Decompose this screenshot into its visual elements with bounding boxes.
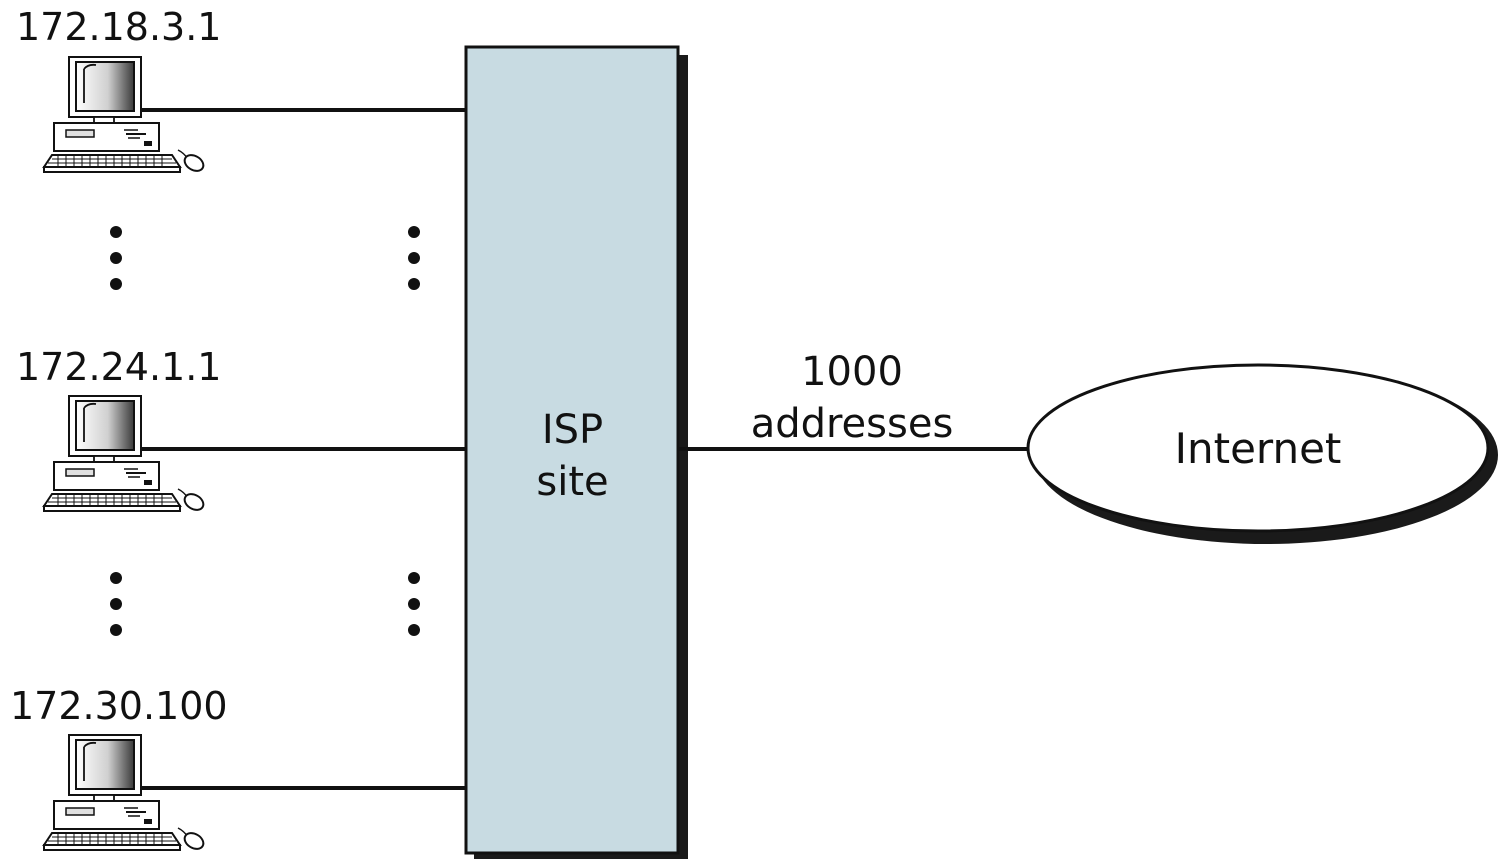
desktop-computer-icon: [43, 734, 208, 854]
desktop-computer-icon: [43, 56, 208, 176]
uplink-label-line2: addresses: [750, 401, 954, 447]
vertical-ellipsis-icon: [408, 226, 420, 290]
isp-box: [464, 45, 680, 855]
internet-label: Internet: [1174, 424, 1342, 473]
uplink-label: 1000 addresses: [740, 346, 964, 450]
isp-site-label: ISP site: [466, 404, 679, 508]
host-address-label: 172.30.100: [10, 684, 228, 728]
isp-label-line2: site: [536, 459, 609, 505]
internet-ellipse: [1026, 363, 1490, 533]
host-address-label: 172.18.3.1: [16, 5, 222, 49]
host-address-label: 172.24.1.1: [16, 345, 222, 389]
desktop-computer-icon: [43, 395, 208, 515]
vertical-ellipsis-icon: [408, 572, 420, 636]
vertical-ellipsis-icon: [110, 572, 122, 636]
isp-label-line1: ISP: [541, 407, 604, 453]
uplink-label-line1: 1000: [801, 349, 903, 395]
vertical-ellipsis-icon: [110, 226, 122, 290]
